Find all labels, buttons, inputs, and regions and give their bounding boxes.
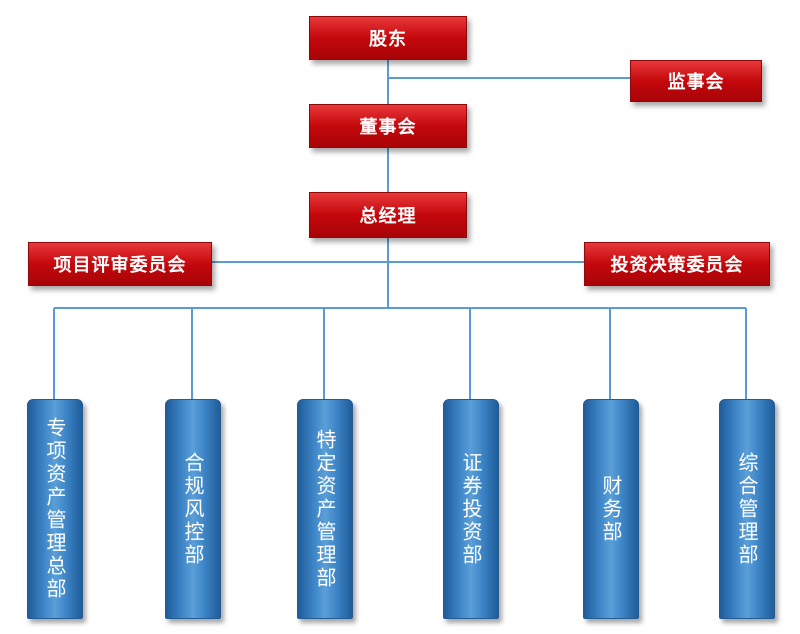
dept-label: 证券投资部 — [459, 451, 483, 567]
dept-compliance-risk-control: 合规风控部 — [165, 399, 221, 619]
dept-general-administration: 综合管理部 — [719, 399, 775, 619]
dept-label: 特定资产管理部 — [313, 428, 337, 590]
box-shareholders: 股东 — [309, 16, 467, 60]
box-investment-decision-committee: 投资决策委员会 — [584, 242, 770, 286]
box-general-manager: 总经理 — [309, 192, 467, 238]
dept-label: 合规风控部 — [181, 451, 205, 567]
dept-specific-asset-management: 特定资产管理部 — [297, 399, 353, 619]
dept-label: 专项资产管理总部 — [43, 417, 67, 601]
box-project-review-committee: 项目评审委员会 — [28, 242, 212, 286]
dept-securities-investment: 证券投资部 — [443, 399, 499, 619]
box-supervisory-board: 监事会 — [630, 60, 762, 102]
dept-label: 财务部 — [599, 474, 623, 544]
dept-label: 综合管理部 — [735, 451, 759, 567]
box-board-of-directors: 董事会 — [309, 104, 467, 148]
dept-special-asset-management: 专项资产管理总部 — [27, 399, 83, 619]
dept-finance: 财务部 — [583, 399, 639, 619]
